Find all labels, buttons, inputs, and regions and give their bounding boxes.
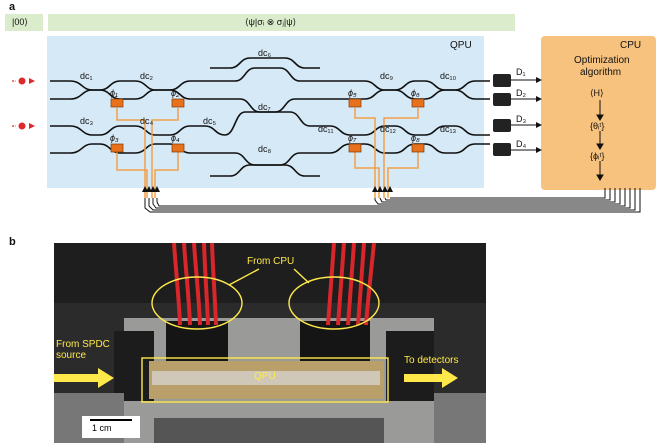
coupler-label: dc₅ — [203, 116, 217, 126]
cpu-title: CPU — [620, 40, 642, 51]
from-cpu-label: From CPU — [247, 256, 295, 267]
photo-illustration — [54, 243, 486, 443]
coupler-label: dc₆ — [258, 48, 272, 58]
coupler-label: dc₁₁ — [318, 124, 334, 134]
panel-b-label: b — [9, 236, 16, 248]
to-detectors-label: To detectors — [404, 355, 459, 366]
coupler-label: dc₉ — [380, 71, 394, 81]
from-spdc-label-2: source — [56, 350, 87, 361]
coupler-label: dc₈ — [258, 144, 272, 154]
detector-label: D₁ — [516, 67, 526, 77]
coupler-label: dc₁₀ — [440, 71, 457, 81]
phase-label: ϕ₅ — [348, 88, 357, 98]
step-theta: {θᵢᵗ} — [590, 121, 605, 131]
phase-label: ϕ₈ — [411, 133, 420, 143]
phase-label: ϕ₇ — [348, 133, 357, 143]
coupler-label: dc₄ — [140, 116, 154, 126]
feedback-wires — [144, 188, 641, 213]
phase-label: ϕ₄ — [171, 133, 180, 143]
detector-label: D₄ — [516, 139, 527, 149]
coupler-label: dc₁ — [80, 71, 93, 81]
phase-label: ϕ₃ — [110, 133, 119, 143]
panel-a-label: a — [9, 1, 16, 13]
coupler-label: dc₂ — [140, 71, 153, 81]
coupler-label: dc₁₂ — [380, 124, 397, 134]
control-wires — [116, 108, 419, 198]
expectation-label: ⟨ψ|σᵢ ⊗ σⱼ|ψ⟩ — [245, 17, 297, 27]
feedback-arrowheads — [142, 186, 393, 192]
photon-source-icons — [12, 77, 35, 130]
coupler-label: dc₇ — [258, 102, 271, 112]
chip-schematic — [5, 14, 656, 213]
cpu-flow-arrows — [596, 100, 604, 181]
phase-label: ϕ₁ — [110, 88, 118, 98]
coupler-label: dc₃ — [80, 116, 94, 126]
waveguides — [50, 57, 490, 177]
cpu-box — [541, 36, 656, 190]
from-spdc-label-1: From SPDC — [56, 339, 110, 350]
chip-photo: From CPU From SPDC source QPU To detecto… — [54, 243, 486, 443]
detector-label: D₃ — [516, 114, 527, 124]
optimization-label-1: Optimization — [574, 55, 630, 66]
optimization-label-2: algorithm — [580, 67, 622, 78]
qpu-title: QPU — [450, 40, 472, 51]
coupler-label: dc₁₃ — [440, 124, 457, 134]
phase-label: ϕ₆ — [411, 88, 420, 98]
detector-label: D₂ — [516, 88, 526, 98]
expectation-bar — [48, 14, 515, 31]
phase-heaters — [110, 98, 425, 153]
step-energy: ⟨H⟩ — [590, 88, 604, 98]
scale-bar-label: 1 cm — [92, 423, 112, 433]
detectors — [493, 74, 542, 156]
phase-label: ϕ₂ — [171, 88, 180, 98]
ket-label: |00⟩ — [12, 17, 28, 27]
ket-bar — [5, 14, 43, 31]
photo-qpu-label: QPU — [254, 371, 276, 382]
step-phi: {ϕᵢᵗ} — [590, 151, 605, 161]
